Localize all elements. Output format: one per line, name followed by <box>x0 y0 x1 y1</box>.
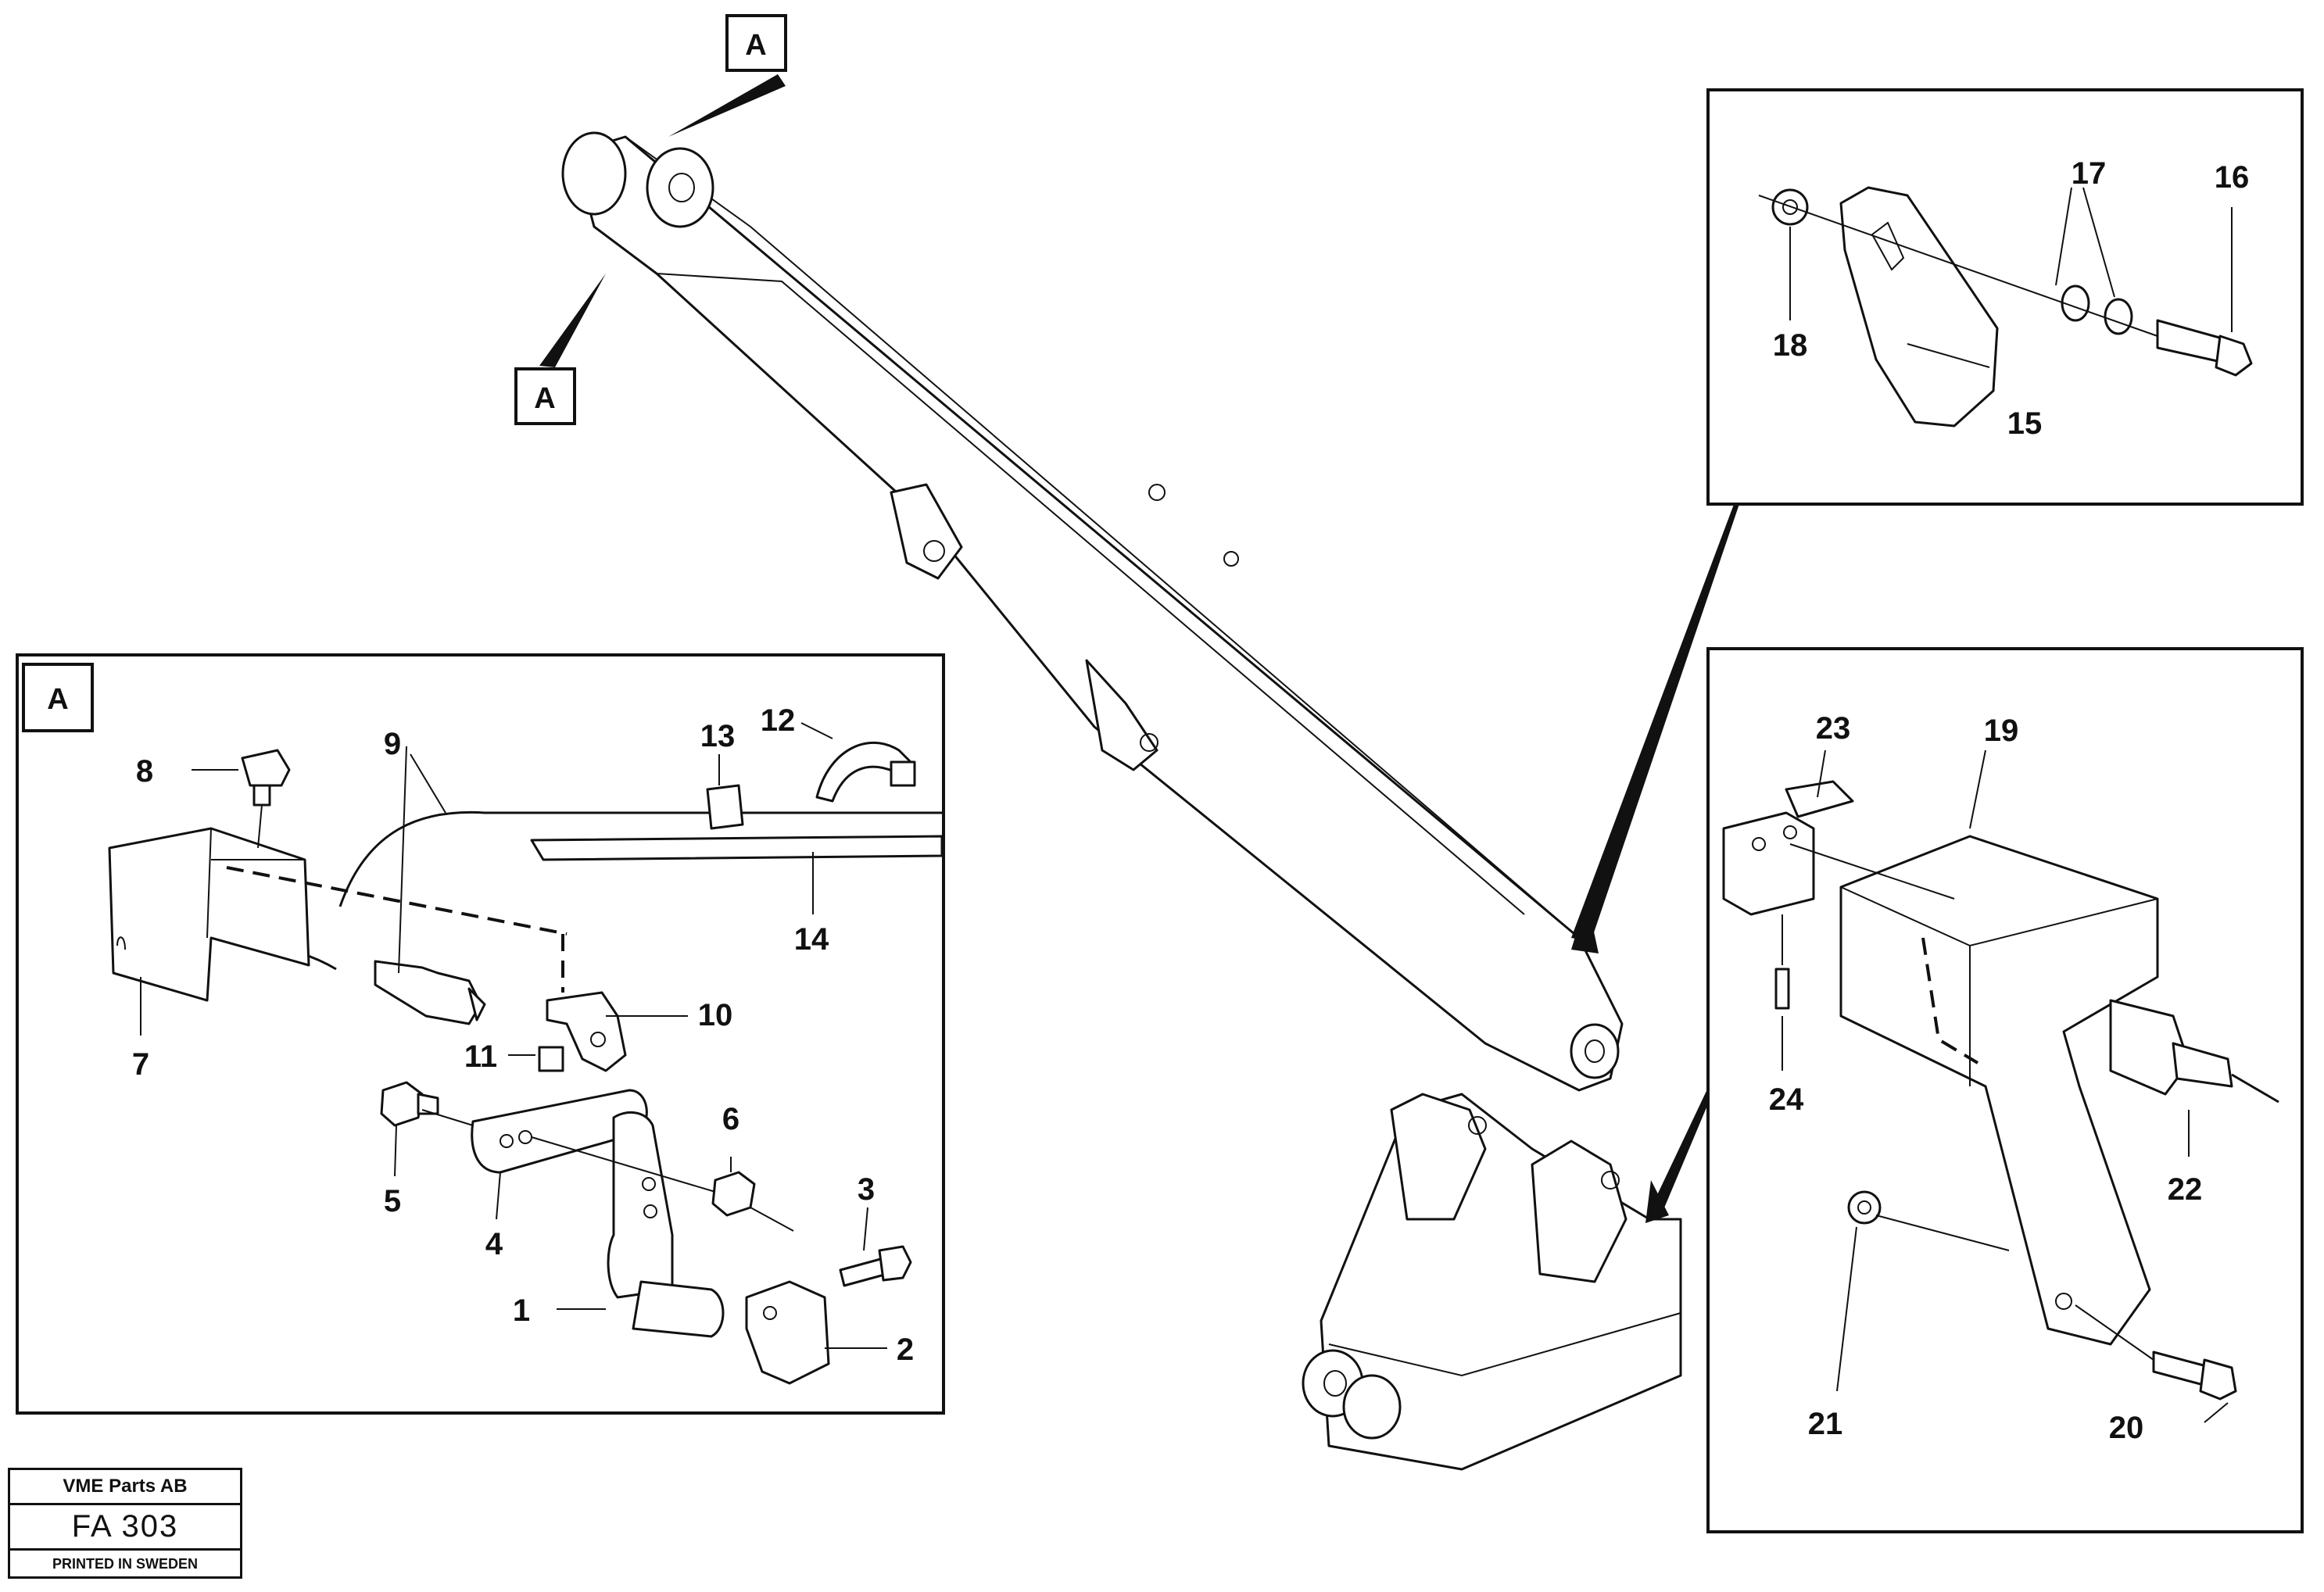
callout-24: 24 <box>1769 1082 1804 1117</box>
callout-1: 1 <box>513 1293 530 1328</box>
callout-10: 10 <box>698 998 733 1032</box>
callout-18: 18 <box>1773 328 1808 363</box>
arrow-to-boom <box>1571 500 1739 942</box>
detail-a-box: A <box>16 653 945 1415</box>
callout-20: 20 <box>2109 1411 2144 1445</box>
view-tag-top: A <box>668 14 787 137</box>
callout-15: 15 <box>2007 406 2043 441</box>
callout-6: 6 <box>722 1102 739 1136</box>
title-block: VME Parts AB FA 303 PRINTED IN SWEDEN <box>8 1468 242 1579</box>
callout-23: 23 <box>1816 711 1851 746</box>
callout-3: 3 <box>858 1172 875 1207</box>
boom-arm <box>561 131 1624 1092</box>
view-tag-left: A <box>514 274 606 425</box>
arrow-to-bracket <box>1649 1063 1724 1215</box>
base-bracket <box>1302 1093 1682 1471</box>
callout-16: 16 <box>2215 160 2250 195</box>
view-tag-left-label: A <box>534 382 555 415</box>
printed-note: PRINTED IN SWEDEN <box>52 1556 198 1572</box>
callout-5: 5 <box>384 1184 401 1218</box>
inset-top-right: 17 16 18 15 <box>1706 88 2304 506</box>
callout-19: 19 <box>1984 714 2019 748</box>
company-name: VME Parts AB <box>10 1470 240 1505</box>
callout-13: 13 <box>700 719 736 753</box>
callout-14: 14 <box>794 922 829 957</box>
callout-4: 4 <box>485 1227 503 1261</box>
callout-7: 7 <box>132 1047 149 1082</box>
inset-bottom-right: 23 19 24 22 21 20 <box>1706 647 2304 1533</box>
callout-22: 22 <box>2168 1172 2203 1207</box>
callout-2: 2 <box>897 1333 914 1367</box>
callout-12: 12 <box>761 703 796 738</box>
callout-17: 17 <box>2072 156 2107 191</box>
callout-9: 9 <box>384 727 401 761</box>
callout-11: 11 <box>464 1039 497 1074</box>
callout-8: 8 <box>136 754 153 789</box>
detail-a-tag: A <box>47 683 68 716</box>
callout-21: 21 <box>1808 1407 1843 1441</box>
view-tag-top-label: A <box>745 29 766 62</box>
drawing-code: FA 303 <box>10 1505 240 1551</box>
